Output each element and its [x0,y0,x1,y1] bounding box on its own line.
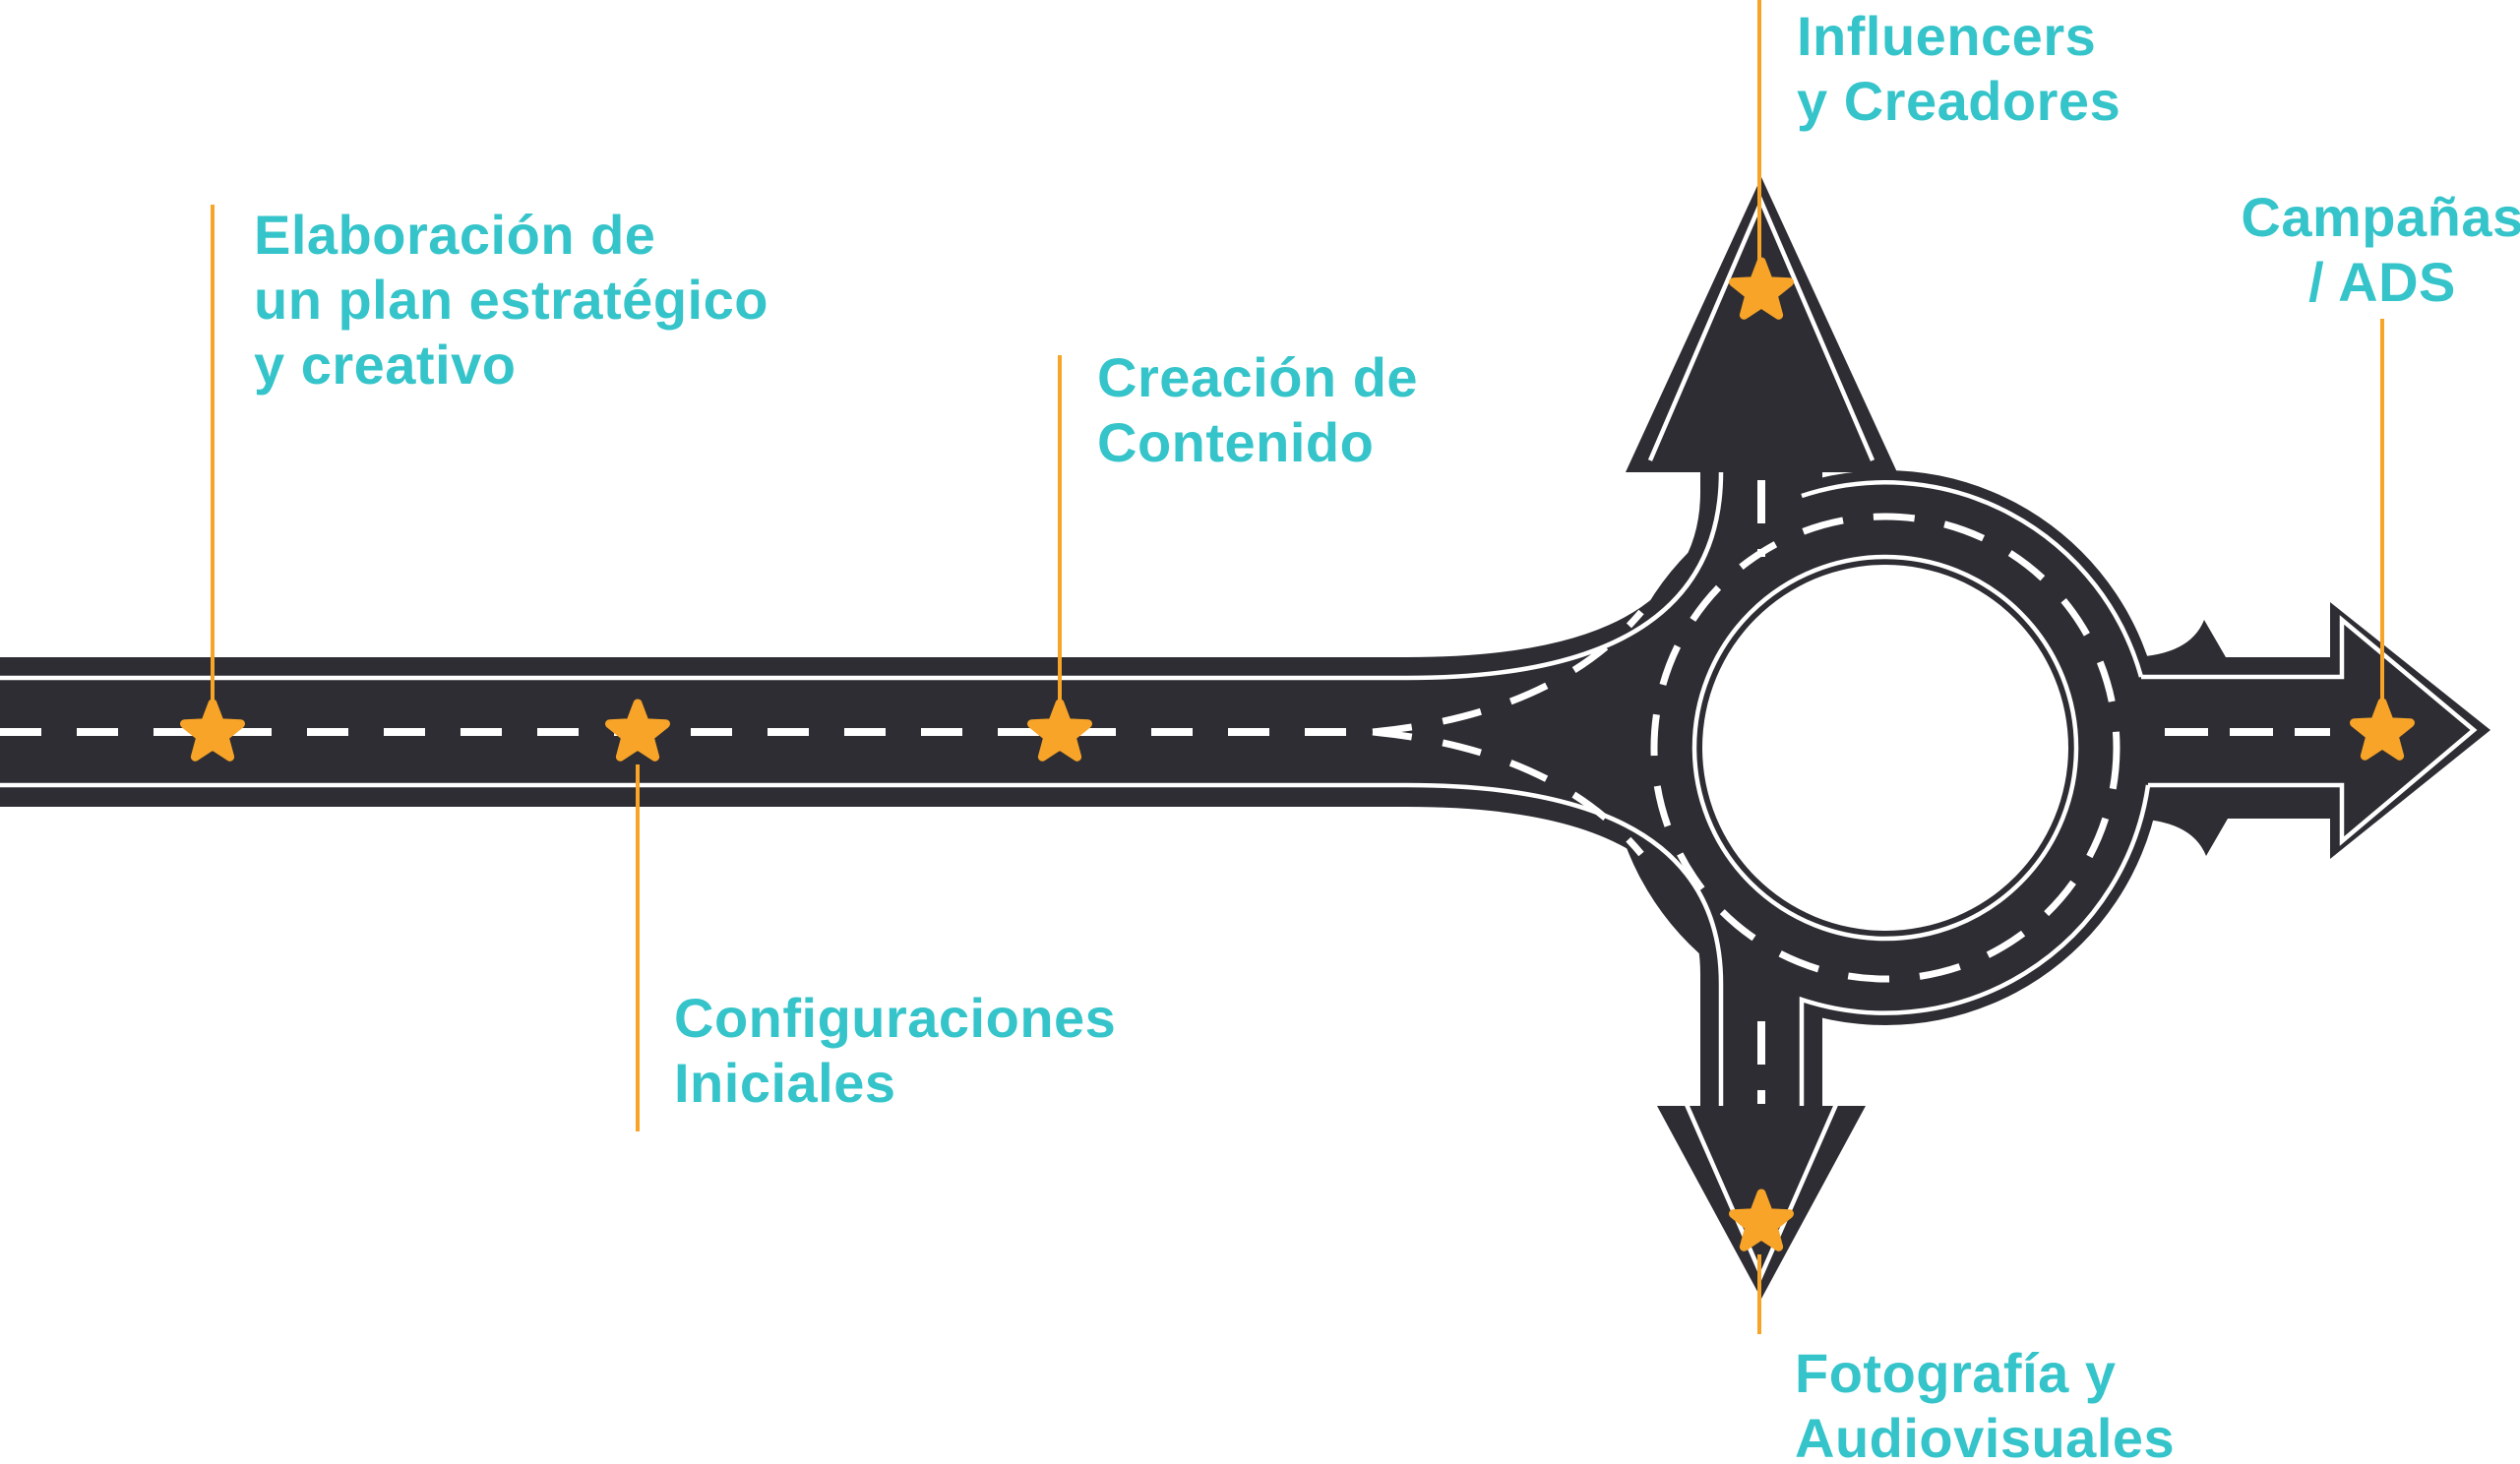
label-line: Creación de [1097,346,1419,408]
milestone-label-campanas: Campañas / ADS [2230,185,2520,315]
road-markings [0,196,2478,1281]
label-line: Fotografía y [1795,1342,2117,1404]
flare-arm-bottom [2127,819,2228,856]
flare-arm-top [2125,620,2226,657]
roundabout-island [1702,565,2068,931]
label-line: Contenido [1097,411,1375,473]
milestone-label-influencers: Influencers y Creadores [1797,4,2120,134]
label-line: Audiovisuales [1795,1407,2176,1464]
label-line: Iniciales [674,1052,896,1114]
label-line: y Creadores [1797,70,2121,132]
arrow-right-head [2330,602,2490,859]
label-line: y creativo [254,334,517,396]
label-line: / ADS [2308,251,2456,313]
flare-top-left [1407,492,1700,657]
label-line: un plan estratégico [254,269,768,331]
lane-dashes-ring [1650,513,2120,983]
milestone-label-plan: Elaboración de un plan estratégico y cre… [254,203,768,397]
milestone-label-fotografia: Fotografía y Audiovisuales [1795,1341,2175,1464]
milestone-label-contenido: Creación de Contenido [1097,345,1418,475]
arrow-up [1626,177,1897,689]
milestone-label-configuraciones: Configuraciones Iniciales [674,986,1116,1116]
label-line: Campañas [2241,186,2520,248]
label-line: Configuraciones [674,987,1117,1049]
label-line: Elaboración de [254,204,656,266]
lane-dashes-split-top [1372,609,1644,736]
flare-bottom-left [1407,807,1700,974]
connector-lines [211,0,2384,1334]
label-line: Influencers [1797,5,2097,67]
lane-dashes-split-bottom [1372,728,1644,857]
